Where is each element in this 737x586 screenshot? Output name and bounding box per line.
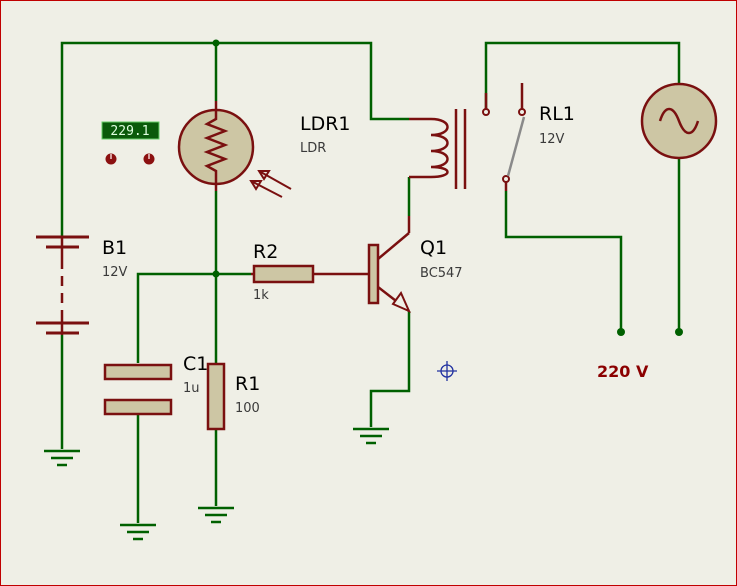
c1-ref-label: C1 [183,353,208,375]
r2-value-label: 1k [253,288,269,303]
ldr-readout-value: 229.1 [110,124,149,139]
b1-ref-label: B1 [102,237,127,259]
junction-top [212,39,220,47]
q1-ref-label: Q1 [420,237,447,259]
terminal-left [617,328,625,336]
c1-value-label: 1u [183,381,200,396]
ground-c1 [120,523,156,541]
ac-source[interactable] [640,82,718,160]
mains-voltage-label: 220 V [597,362,649,381]
r1-ref-label: R1 [235,373,260,395]
junction-node [212,270,220,278]
wire-top-rail [60,41,409,237]
ldr1-value-label: LDR [300,141,326,156]
resistor-r2[interactable] [251,264,369,284]
wire-emitter-gnd [369,311,411,427]
wire-relay-output [504,191,623,332]
battery-b1[interactable] [36,235,89,335]
capacitor-c1[interactable] [103,363,173,416]
rl1-value-label: 12V [539,132,565,147]
terminal-right [675,328,683,336]
r1-value-label: 100 [235,401,260,416]
r2-ref-label: R2 [253,241,278,263]
wires [60,39,683,523]
ground-r1 [198,506,234,524]
ldr-readout[interactable]: 229.1 [101,121,160,165]
b1-value-label: 12V [102,265,128,280]
ground-q1 [353,427,389,445]
ldr1-ref-label: LDR1 [300,113,351,135]
rl1-ref-label: RL1 [539,103,575,125]
ldr-ldr1[interactable] [177,101,292,198]
crosshair-icon [437,361,457,381]
q1-value-label: BC547 [420,266,463,281]
transistor-q1[interactable] [367,216,411,313]
wire-relay-source [484,41,681,109]
wire-node-cap [136,272,216,363]
resistor-r1[interactable] [206,362,226,431]
relay-rl1[interactable] [409,83,526,191]
ground-b1 [44,449,80,467]
